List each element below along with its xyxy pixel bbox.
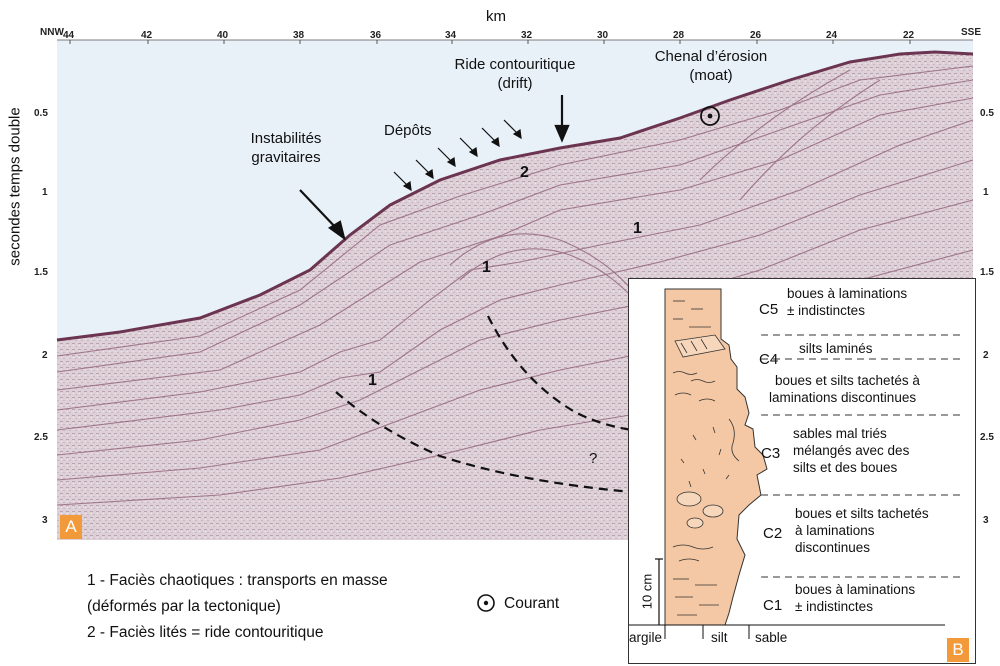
facies-number: 1	[633, 220, 642, 238]
unit-desc-line: à laminations	[795, 522, 929, 539]
x-tick-label: 26	[750, 30, 761, 41]
x-tick-label: 32	[521, 30, 532, 41]
core-log-panel: 10 cm argile silt sable C5 boues à lamin…	[628, 278, 976, 664]
unit-code-c5: C5	[759, 301, 778, 318]
y-tick-label: 1.5	[34, 267, 48, 278]
unit-desc-c3: sables mal triés mélangés avec des silts…	[793, 425, 909, 476]
chenal-label: Chenal d’érosion	[636, 48, 786, 65]
unit-desc-c5: boues à laminations ± indistinctes	[787, 285, 907, 319]
facies-number: 1	[368, 372, 377, 390]
legend-line: 1 - Faciès chaotiques : transports en ma…	[87, 568, 388, 594]
facies-number: 1	[482, 259, 491, 277]
unit-desc-line: ± indistinctes	[787, 302, 907, 319]
y-tick-label: 3	[42, 515, 48, 526]
instabilites-sublabel: gravitaires	[226, 149, 346, 166]
x-axis-label: km	[486, 8, 506, 25]
grain-label-silt: silt	[711, 629, 728, 646]
unit-desc-line: boues et silts tachetés à	[769, 372, 920, 389]
unit-desc-line: laminations discontinues	[769, 389, 920, 406]
unit-desc-line: boues et silts tachetés	[795, 505, 929, 522]
unit-desc-line: discontinues	[795, 539, 929, 556]
x-tick-label: 30	[597, 30, 608, 41]
legend: 1 - Faciès chaotiques : transports en ma…	[87, 568, 388, 646]
y-tick-label: 0.5	[34, 108, 48, 119]
grain-label-argile: argile	[629, 629, 662, 646]
unit-desc-c1: boues à laminations ± indistinctes	[795, 581, 915, 615]
direction-label-left: NNW	[40, 27, 64, 38]
x-tick-label: 24	[826, 30, 837, 41]
unit-desc-line: sables mal triés	[793, 425, 909, 442]
ride-annotation: Ride contouritique (drift)	[420, 56, 610, 92]
unit-desc-line: silts et des boues	[793, 459, 909, 476]
current-legend-label: Courant	[504, 591, 559, 617]
unit-desc-line: boues à laminations	[795, 581, 915, 598]
facies-number: 2	[520, 164, 529, 182]
y-tick-label: 2	[983, 350, 989, 361]
y-tick-label: 1.5	[980, 267, 994, 278]
chenal-sublabel: (moat)	[636, 67, 786, 84]
scale-label: 10 cm	[639, 572, 656, 612]
depots-label: Dépôts	[384, 122, 432, 139]
y-tick-label: 2	[42, 350, 48, 361]
chenal-annotation: Chenal d’érosion (moat)	[636, 48, 786, 84]
instabilites-annotation: Instabilités gravitaires	[226, 130, 346, 166]
question-mark: ?	[589, 450, 597, 467]
x-tick-label: 28	[673, 30, 684, 41]
y-tick-label: 3	[983, 515, 989, 526]
unit-code-c3: C3	[761, 445, 780, 462]
y-tick-label: 1	[42, 187, 48, 198]
unit-desc-line: mélangés avec des	[793, 442, 909, 459]
unit-desc-c4: silts laminés	[799, 340, 873, 357]
instabilites-label: Instabilités	[226, 130, 346, 147]
unit-code-c1: C1	[763, 597, 782, 614]
panel-b-badge: B	[947, 638, 969, 662]
x-tick-label: 40	[217, 30, 228, 41]
x-tick-label: 36	[370, 30, 381, 41]
x-tick-label: 22	[903, 30, 914, 41]
ride-sublabel: (drift)	[420, 75, 610, 92]
y-tick-label: 0.5	[980, 108, 994, 119]
legend-line: (déformés par la tectonique)	[87, 594, 388, 620]
unit-desc-c2: boues et silts tachetés à laminations di…	[795, 505, 929, 556]
direction-label-right: SSE	[961, 27, 981, 38]
x-tick-label: 44	[63, 30, 74, 41]
grain-label-sable: sable	[755, 629, 787, 646]
scale-bar	[655, 559, 663, 625]
y-tick-label: 2.5	[34, 432, 48, 443]
unit-desc-c4b: boues et silts tachetés à laminations di…	[769, 372, 920, 406]
unit-code-c4: C4	[759, 351, 778, 368]
unit-desc-line: ± indistinctes	[795, 598, 915, 615]
unit-desc-line: boues à laminations	[787, 285, 907, 302]
legend-line: 2 - Faciès lités = ride contouritique	[87, 620, 388, 646]
unit-code-c2: C2	[763, 525, 782, 542]
x-tick-label: 42	[141, 30, 152, 41]
y-tick-label: 2.5	[980, 432, 994, 443]
current-legend-icon	[476, 593, 496, 613]
x-tick-label: 38	[293, 30, 304, 41]
y-tick-label: 1	[983, 187, 989, 198]
x-tick-label: 34	[445, 30, 456, 41]
y-axis-label: secondes temps double	[7, 97, 24, 277]
ride-label: Ride contouritique	[420, 56, 610, 73]
panel-a-badge: A	[60, 515, 82, 539]
